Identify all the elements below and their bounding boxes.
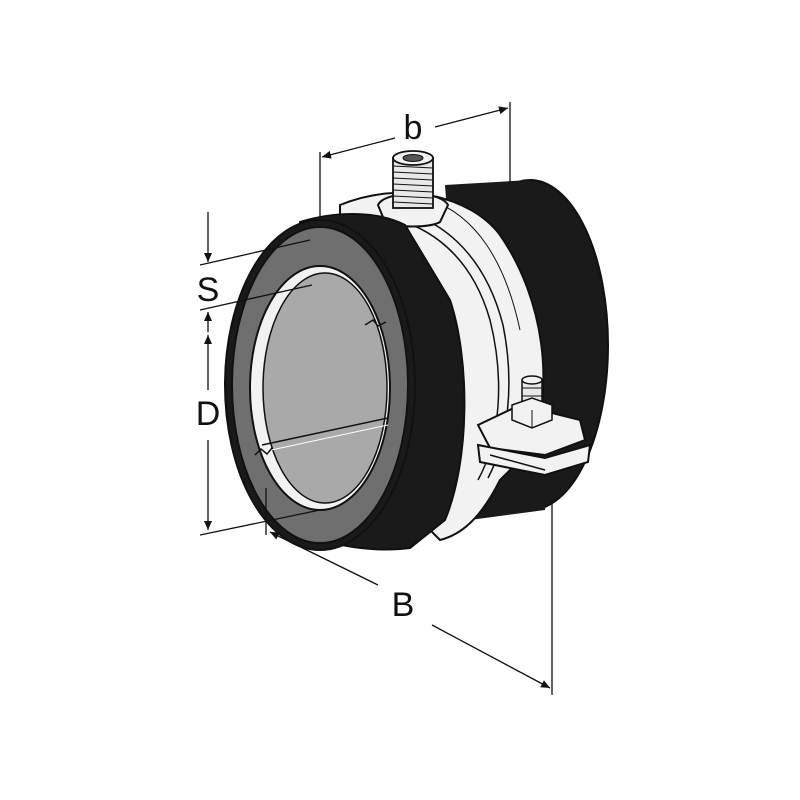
label-b: b <box>403 109 423 147</box>
threaded-socket-icon <box>376 150 450 228</box>
ring-face <box>231 226 409 544</box>
dimension-s <box>199 212 313 332</box>
label-s: S <box>196 271 220 309</box>
dimension-b <box>319 102 511 218</box>
dimension-b-overall <box>265 488 553 695</box>
label-b-overall: B <box>391 586 415 624</box>
dimension-d <box>199 335 321 536</box>
label-d: D <box>195 395 221 433</box>
bolt-icon <box>511 375 553 429</box>
